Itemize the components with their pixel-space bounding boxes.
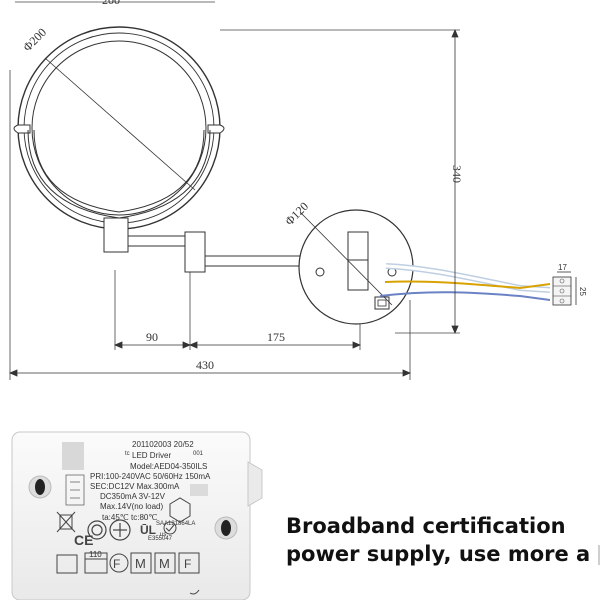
driver-max-voltage: Max.14V(no load)	[100, 502, 163, 511]
driver-temps: ta:45℃ tc:80℃	[102, 513, 157, 522]
ccc-mark-icon	[87, 520, 107, 540]
driver-pri: PRI:100-240VAC 50/60Hz 150mA	[90, 472, 211, 481]
mirror	[13, 26, 225, 230]
dim-height-label: 340	[450, 165, 464, 183]
svg-text:ŪL: ŪL	[140, 523, 156, 537]
driver-saa: SAA121864LA	[156, 521, 195, 527]
caption-line-2: power supply, use more a	[286, 540, 600, 568]
driver-model: Model:AED04-350ILS	[130, 462, 207, 471]
driver-title: LED Driver	[132, 451, 171, 460]
driver-body	[11, 431, 251, 600]
driver-sec: SEC:DC12V Max.300mA	[90, 482, 180, 491]
polarity-diagram-icon	[65, 474, 85, 506]
tuv-mark-icon	[109, 519, 131, 541]
dim-wire-height: 25	[578, 287, 587, 296]
driver-sub-code: 001	[193, 451, 204, 457]
dim-arm-label: 175	[267, 330, 285, 344]
technical-drawing: 200 Φ200 Φ120 340 17 25 90 175 430	[8, 0, 587, 380]
dim-mirror-offset: 90	[146, 330, 158, 344]
mark-m1: M	[135, 556, 146, 571]
rcm-mark-icon	[163, 521, 177, 535]
mark-m2: M	[159, 556, 170, 571]
caption: Broadband certification power supply, us…	[286, 512, 600, 568]
arm	[103, 217, 300, 273]
saa-tick-mark-icon	[169, 497, 191, 523]
ce-mark-icon: CE	[74, 532, 93, 548]
mounting-hole-left	[28, 475, 52, 499]
caption-line-1: Broadband certification	[286, 514, 566, 538]
mark-110: 110	[89, 550, 102, 559]
wall-plate	[298, 209, 414, 325]
caption-line-2-text: power supply, use more a	[286, 542, 591, 566]
wires	[379, 263, 551, 301]
driver-tc-label: tc	[125, 451, 130, 457]
dim-mirror-diameter: Φ200	[20, 25, 49, 54]
driver-dc-current: DC350mA 3V-12V	[100, 492, 166, 501]
ul-us-label: us	[160, 532, 166, 538]
driver-code-line: 201102003 20/52	[132, 440, 194, 449]
dim-plate-diameter: Φ120	[282, 199, 311, 228]
mark-f2: F	[184, 557, 191, 571]
symbol-row	[56, 552, 200, 595]
blurred-text-block	[597, 545, 600, 565]
dim-total-label: 430	[196, 358, 214, 372]
weee-bin-icon	[56, 511, 76, 533]
terminal-block	[552, 276, 572, 306]
driver-cert-number: E355047	[148, 536, 173, 542]
mounting-hole-right	[214, 516, 238, 540]
mark-f1: F	[113, 557, 120, 571]
svg-text:CE: CE	[74, 532, 93, 548]
dim-wire-width: 17	[558, 263, 567, 272]
dim-top-label: 200	[102, 0, 120, 7]
ul-mark-icon: ŪL us	[140, 523, 166, 538]
led-driver-photo: 201102003 20/52 001 tc LED Driver Model:…	[11, 431, 263, 600]
